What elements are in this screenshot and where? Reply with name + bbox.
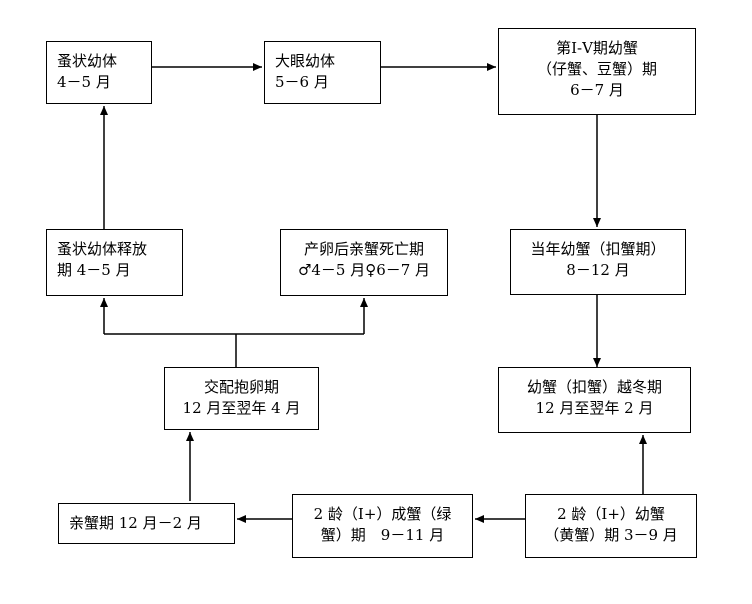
node-parent-crab: 亲蟹期 12 月－2 月: [58, 503, 235, 544]
node-megalopa: 大眼幼体 5－6 月: [264, 41, 381, 104]
node-adult-line1: 2 龄（Ⅰ+）成蟹（绿: [313, 505, 452, 523]
node-zoea-release-line1: 蚤状幼体释放: [57, 240, 148, 258]
node-parent-death-line2: ♂4－5 月♀6－7 月: [297, 261, 431, 279]
node-overwinter-line2: 12 月至翌年 2 月: [535, 399, 654, 417]
node-zoea-line2: 4－5 月: [57, 73, 111, 91]
node-parent-death-line1: 产卵后亲蟹死亡期: [303, 240, 424, 258]
node-overwinter: 幼蟹（扣蟹）越冬期 12 月至翌年 2 月: [498, 367, 691, 433]
node-megalopa-line1: 大眼幼体: [275, 52, 336, 70]
node-mating: 交配抱卵期 12 月至翌年 4 月: [164, 367, 319, 430]
node-juvenile-line2: （仔蟹、豆蟹）期: [536, 60, 657, 78]
node-parent-crab-line1: 亲蟹期 12 月－2 月: [69, 514, 202, 532]
node-adult: 2 龄（Ⅰ+）成蟹（绿 蟹）期 9－11 月: [292, 494, 473, 558]
node-zoea-release-line2: 期 4－5 月: [57, 261, 131, 279]
node-yellow-juvenile: 2 龄（Ⅰ+）幼蟹 （黄蟹）期 3－9 月: [525, 494, 697, 558]
node-adult-line2: 蟹）期 9－11 月: [320, 526, 445, 544]
node-button-crab-line1: 当年幼蟹（扣蟹期）: [530, 240, 666, 258]
node-button-crab: 当年幼蟹（扣蟹期） 8－12 月: [510, 229, 686, 295]
node-mating-line2: 12 月至翌年 4 月: [182, 399, 301, 417]
node-zoea-line1: 蚤状幼体: [57, 52, 118, 70]
node-yellow-juvenile-line2: （黄蟹）期 3－9 月: [544, 526, 678, 544]
node-juvenile: 第Ⅰ-Ⅴ期幼蟹 （仔蟹、豆蟹）期 6－7 月: [498, 28, 696, 115]
node-overwinter-line1: 幼蟹（扣蟹）越冬期: [526, 378, 662, 396]
node-juvenile-line3: 6－7 月: [570, 81, 624, 99]
node-zoea-release: 蚤状幼体释放 期 4－5 月: [46, 229, 183, 296]
node-zoea: 蚤状幼体 4－5 月: [46, 41, 152, 104]
node-yellow-juvenile-line1: 2 龄（Ⅰ+）幼蟹: [557, 505, 665, 523]
node-juvenile-line1: 第Ⅰ-Ⅴ期幼蟹: [556, 39, 638, 57]
node-button-crab-line2: 8－12 月: [566, 261, 630, 279]
node-parent-death: 产卵后亲蟹死亡期 ♂4－5 月♀6－7 月: [280, 229, 448, 296]
node-megalopa-line2: 5－6 月: [275, 73, 329, 91]
node-mating-line1: 交配抱卵期: [203, 378, 279, 396]
